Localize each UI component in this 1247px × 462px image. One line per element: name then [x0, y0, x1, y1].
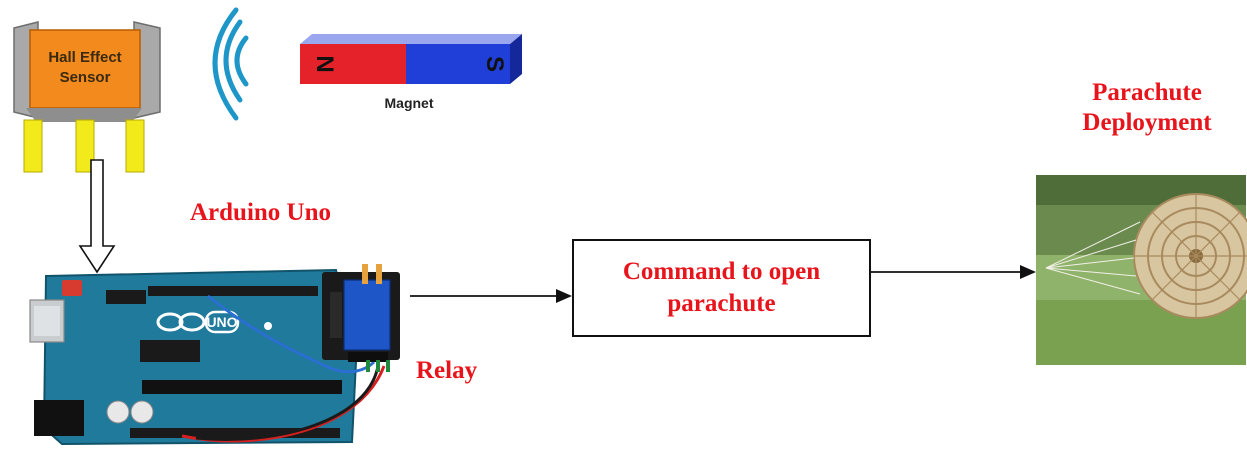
deployment-line1: Parachute	[1092, 79, 1202, 106]
wires	[181, 294, 386, 443]
magnet: N S Magnet	[300, 34, 522, 111]
command-line1: Command to open	[622, 258, 821, 285]
sensor-label-line1: Hall Effect	[48, 49, 121, 66]
command-text: Command to open parachute	[623, 256, 820, 320]
arduino-uno-label: Arduino Uno	[190, 199, 332, 226]
relay-label: Relay	[416, 357, 478, 384]
hall-effect-sensor: Hall Effect Sensor	[13, 21, 161, 173]
sensor-label-line2: Sensor	[60, 69, 111, 86]
command-box: Command to open parachute	[572, 239, 871, 337]
sensor-to-arduino-arrow	[78, 159, 116, 274]
parachute-photo	[1036, 175, 1247, 365]
deployment-line2: Deployment	[1082, 109, 1212, 136]
command-line2: parachute	[667, 290, 776, 317]
relay-to-command-arrow	[410, 289, 572, 303]
arduino-uno-board: UNO	[29, 268, 358, 446]
magnet-label: Magnet	[385, 95, 434, 111]
magnetic-field-waves	[212, 7, 249, 121]
magnet-north-pole: N	[311, 55, 338, 72]
parachute-canopy	[1133, 193, 1247, 319]
relay-module	[322, 264, 400, 372]
parachute-lines	[1045, 221, 1141, 295]
magnet-south-pole: S	[481, 56, 508, 72]
arduino-board-logo-text: UNO	[206, 314, 237, 330]
command-to-parachute-arrow	[871, 265, 1036, 279]
parachute-deployment-title: Parachute Deployment	[1052, 78, 1242, 138]
